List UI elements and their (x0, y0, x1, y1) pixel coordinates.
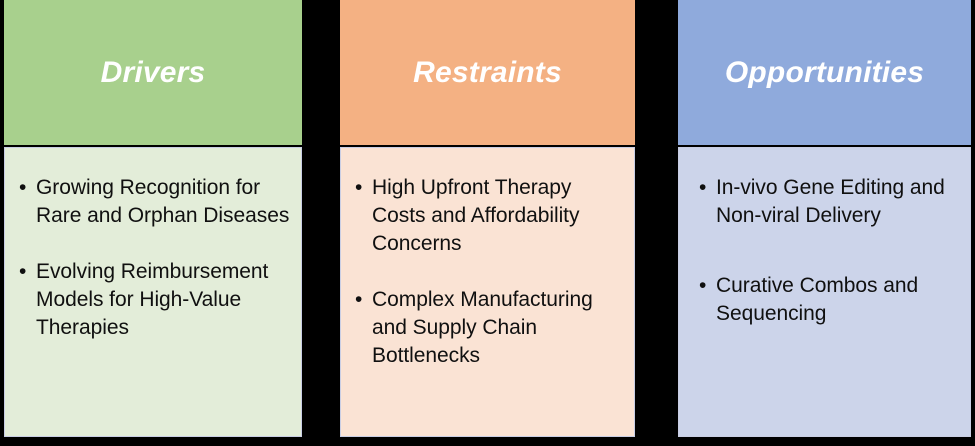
bullet-list-drivers: • Growing Recognition for Rare and Orpha… (17, 174, 291, 342)
column-header-opportunities: Opportunities (678, 0, 971, 145)
list-item: • In-vivo Gene Editing and Non-viral Del… (697, 174, 956, 230)
bullet-list-opportunities: • In-vivo Gene Editing and Non-viral Del… (697, 174, 956, 370)
list-item-text: Complex Manufacturing and Supply Chain B… (372, 288, 593, 367)
bullet-dot-icon: • (355, 288, 363, 311)
column-opportunities: Opportunities • In-vivo Gene Editing and… (678, 0, 971, 446)
bullet-dot-icon: • (699, 176, 707, 199)
column-title-restraints: Restraints (413, 55, 562, 89)
list-item-text: Evolving Reimbursement Models for High-V… (36, 260, 269, 339)
list-item: • Growing Recognition for Rare and Orpha… (17, 174, 291, 230)
list-item: • Evolving Reimbursement Models for High… (17, 258, 291, 342)
bullet-dot-icon: • (19, 176, 27, 199)
bullet-list-restraints: • High Upfront Therapy Costs and Afforda… (353, 174, 624, 370)
column-header-drivers: Drivers (4, 0, 302, 145)
column-title-drivers: Drivers (100, 55, 206, 89)
list-item-text: Growing Recognition for Rare and Orphan … (36, 176, 290, 227)
list-item: • Curative Combos and Sequencing (697, 272, 956, 328)
list-item-text: In-vivo Gene Editing and Non-viral Deliv… (716, 176, 945, 227)
bullet-dot-icon: • (19, 260, 27, 283)
list-item-text: High Upfront Therapy Costs and Affordabi… (372, 176, 580, 255)
column-title-opportunities: Opportunities (724, 55, 925, 89)
column-body-opportunities: • In-vivo Gene Editing and Non-viral Del… (678, 147, 971, 437)
column-drivers: Drivers • Growing Recognition for Rare a… (4, 0, 302, 446)
list-item: • Complex Manufacturing and Supply Chain… (353, 286, 624, 370)
bullet-dot-icon: • (355, 176, 363, 199)
column-restraints: Restraints • High Upfront Therapy Costs … (340, 0, 635, 446)
column-body-drivers: • Growing Recognition for Rare and Orpha… (4, 147, 302, 437)
column-body-restraints: • High Upfront Therapy Costs and Afforda… (340, 147, 635, 437)
bullet-dot-icon: • (699, 274, 707, 297)
column-header-restraints: Restraints (340, 0, 635, 145)
list-item: • High Upfront Therapy Costs and Afforda… (353, 174, 624, 258)
list-item-text: Curative Combos and Sequencing (716, 274, 919, 325)
